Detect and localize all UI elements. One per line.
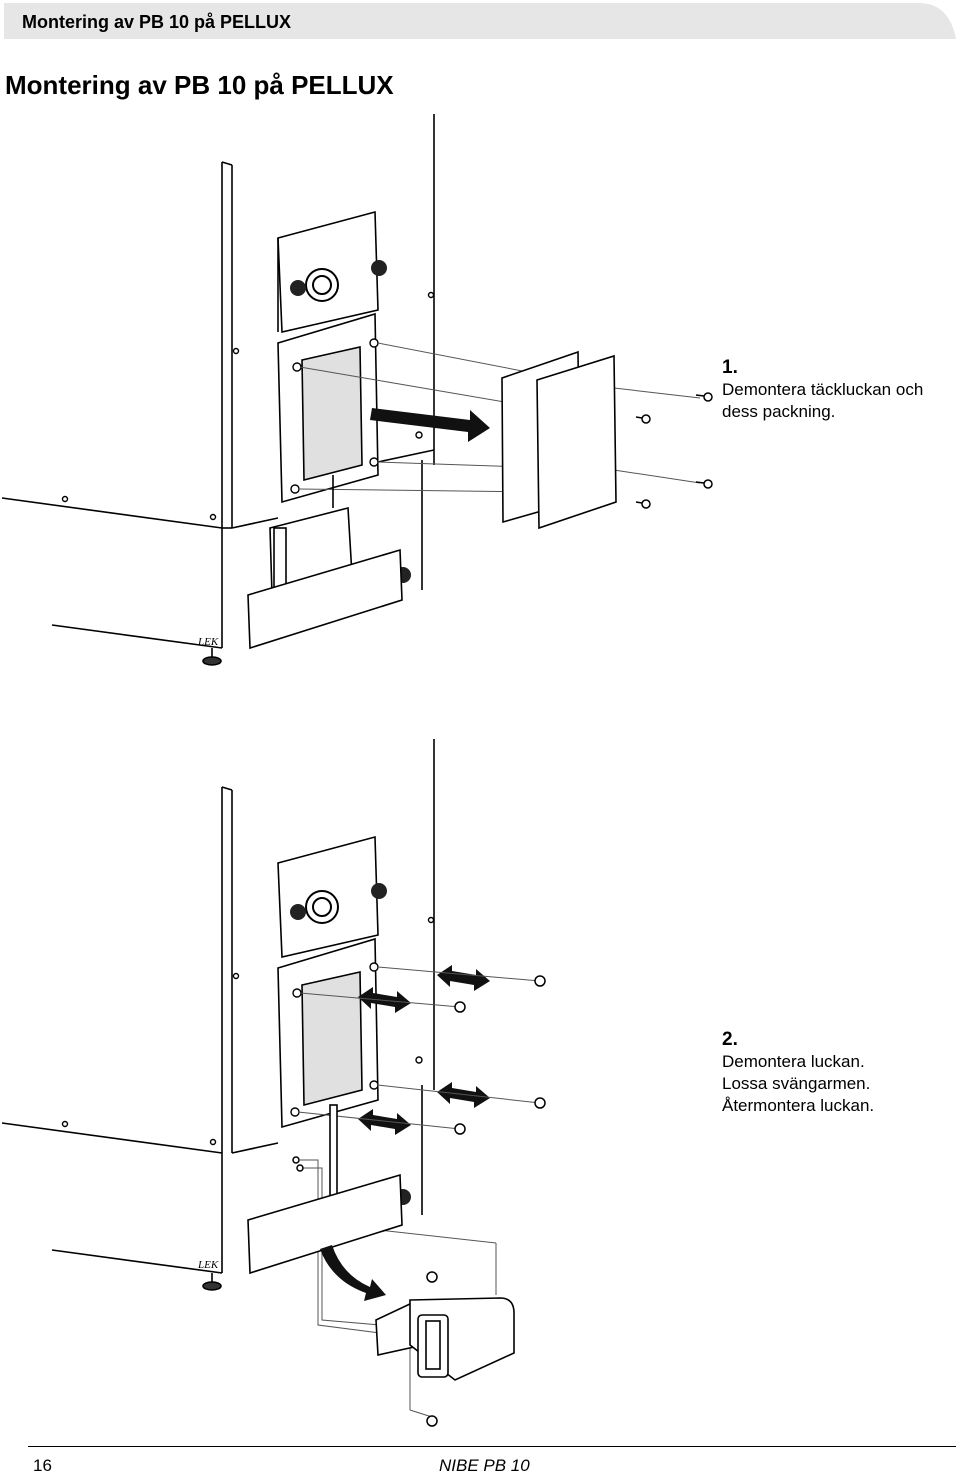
- header-bar: Montering av PB 10 på PELLUX: [4, 3, 956, 39]
- step-2-line-1: Demontera luckan.: [722, 1052, 865, 1071]
- step-2-line-3: Återmontera luckan.: [722, 1096, 875, 1115]
- sight-glass-icon: [305, 890, 339, 924]
- arrow-icon: [370, 408, 490, 442]
- step-1-number: 1.: [722, 357, 738, 378]
- footer-product: NIBE PB 10: [439, 1456, 530, 1475]
- loose-screw-icons: [292, 975, 546, 1427]
- page-number: 16: [33, 1456, 52, 1475]
- screw-icons: [61, 916, 435, 1146]
- step-2-number: 2.: [722, 1029, 738, 1050]
- step-1-line-1: Demontera täckluckan och: [722, 380, 924, 399]
- window-opening: [301, 346, 363, 482]
- pellux-top-edge: [1, 497, 223, 529]
- step-2-text: 2. Demontera luckan. Lossa svängarmen. Å…: [722, 1029, 874, 1117]
- sight-glass-icon: [305, 268, 339, 302]
- loose-screw-icons: [635, 392, 713, 509]
- illustration-step-2: LEK: [1, 739, 546, 1427]
- rotate-arrow-icon: [320, 1245, 386, 1301]
- plinth-bar: [247, 548, 403, 650]
- pellux-bottom-edge: [51, 624, 223, 649]
- brand-mark-1: LEK: [197, 636, 219, 648]
- illustration-step-1: LEK: [1, 114, 713, 666]
- brand-mark-2: LEK: [197, 1259, 219, 1271]
- footer-rule: [28, 1446, 956, 1447]
- screw-icons: [61, 291, 435, 521]
- removed-door: [375, 1297, 515, 1381]
- plinth-bar: [247, 1173, 403, 1275]
- door-handle: [273, 527, 287, 589]
- header-tab-shape: [4, 3, 956, 39]
- page-title: Montering av PB 10 på PELLUX: [5, 70, 394, 100]
- step-1-text: 1. Demontera täckluckan och dess packnin…: [722, 357, 923, 423]
- cover-plate: [536, 354, 617, 530]
- header-text: Montering av PB 10 på PELLUX: [22, 12, 292, 32]
- step-1-line-2: dess packning.: [722, 402, 836, 421]
- step-2-line-2: Lossa svängarmen.: [722, 1074, 871, 1093]
